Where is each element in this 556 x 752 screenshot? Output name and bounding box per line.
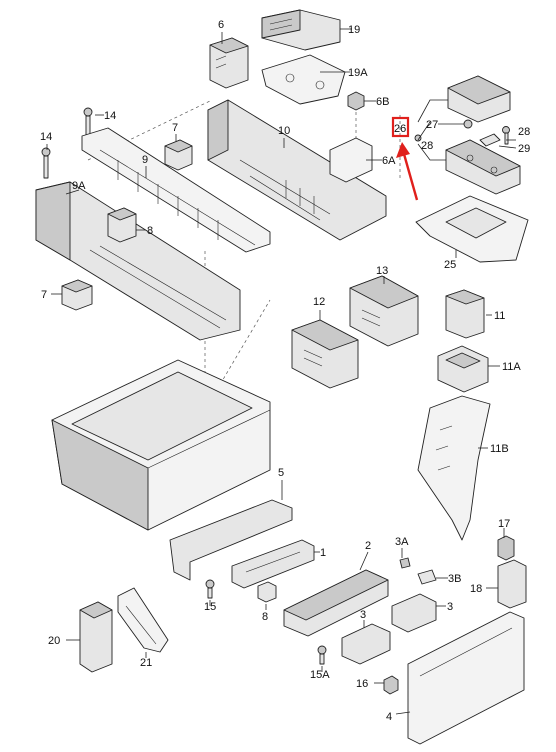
callout-28-right: 28 <box>518 126 530 138</box>
cover-cap-28 <box>447 75 511 123</box>
cap-16 <box>383 675 399 695</box>
bracket-5 <box>169 499 293 581</box>
fuse-carrier-9A <box>35 181 241 341</box>
nut-6B <box>347 91 365 111</box>
nut-26 <box>414 134 422 142</box>
callout-10: 10 <box>278 125 290 137</box>
callout-27: 27 <box>426 119 438 131</box>
lid-4 <box>407 611 525 745</box>
callout-6A: 6A <box>382 155 396 167</box>
callout-26: 26 <box>394 123 406 135</box>
highlight-callout-26: 26 <box>391 116 419 201</box>
mounting-plate-25 <box>415 195 529 263</box>
callout-19: 19 <box>348 24 360 36</box>
callout-9A: 9A <box>72 180 86 192</box>
callout-7-left: 7 <box>41 289 47 301</box>
callout-11B: 11B <box>490 443 509 455</box>
callout-15A: 15A <box>310 669 330 681</box>
highlight-arrow <box>402 153 419 201</box>
highlight-arrow-head <box>396 142 410 158</box>
callout-3-right: 3 <box>447 601 453 613</box>
callout-3B: 3B <box>448 573 461 585</box>
callout-8-bottom: 8 <box>262 611 268 623</box>
relay-7-top <box>164 139 193 171</box>
screw-15 <box>205 579 215 599</box>
callout-3-left: 3 <box>360 609 366 621</box>
callout-6B: 6B <box>376 96 389 108</box>
fuse-3A <box>399 557 411 569</box>
relay-7-left <box>61 279 93 311</box>
fuse-block-3-left <box>341 623 391 665</box>
callout-16: 16 <box>356 678 368 690</box>
fuse-block-3-right <box>391 593 437 633</box>
callout-4: 4 <box>386 711 392 723</box>
callout-21: 21 <box>140 657 152 669</box>
callout-12: 12 <box>313 296 325 308</box>
screw-14-top <box>83 107 93 139</box>
callout-14-top: 14 <box>104 110 116 122</box>
bracket-21 <box>117 587 169 653</box>
callout-5: 5 <box>278 467 284 479</box>
callout-11: 11 <box>494 310 505 322</box>
fuse-holder-28 <box>445 139 521 195</box>
relay-8-top <box>107 207 137 243</box>
control-unit-13 <box>349 275 419 347</box>
relay-plate-1 <box>231 539 315 589</box>
callout-28-left: 28 <box>421 140 433 152</box>
relay-8-bottom <box>257 581 277 603</box>
control-unit-19 <box>261 9 341 51</box>
callout-11A: 11A <box>502 361 521 373</box>
bracket-11B <box>417 395 491 541</box>
holder-20 <box>79 601 113 673</box>
control-unit-12 <box>291 319 359 389</box>
callout-19A: 19A <box>348 67 368 79</box>
module-11 <box>445 289 485 339</box>
nut-27 <box>463 119 473 129</box>
callout-9: 9 <box>142 154 148 166</box>
callout-29: 29 <box>518 143 530 155</box>
callout-2: 2 <box>365 540 371 552</box>
callout-20: 20 <box>48 635 60 647</box>
fuse-29 <box>479 133 501 147</box>
fuse-carrier-2 <box>283 569 389 637</box>
callout-7-top: 7 <box>172 122 178 134</box>
relay-carrier-9 <box>81 127 271 253</box>
fuse-17 <box>497 535 515 561</box>
callout-15: 15 <box>204 601 216 613</box>
callout-13: 13 <box>376 265 388 277</box>
main-bracket-10 <box>207 99 387 241</box>
leader-lines <box>46 28 517 715</box>
callout-6: 6 <box>218 19 224 31</box>
clip-6A <box>329 137 373 183</box>
screw-15A <box>317 645 327 665</box>
holder-11A <box>437 345 489 393</box>
highlight-box <box>391 116 410 138</box>
callout-25: 25 <box>444 259 456 271</box>
storage-box <box>51 359 271 531</box>
callout-17: 17 <box>498 518 510 530</box>
callout-18: 18 <box>470 583 482 595</box>
bracket-19A <box>261 54 346 105</box>
clip-3B <box>417 569 437 585</box>
fuse-holder-18 <box>497 559 527 609</box>
callout-8-top: 8 <box>147 225 153 237</box>
callout-14-left: 14 <box>40 131 52 143</box>
callout-labels: 6 19 19A 6B 14 14 7 9 10 6A 9A 8 7 27 28… <box>40 19 530 723</box>
screw-28-right <box>502 126 510 145</box>
callout-1: 1 <box>320 547 326 559</box>
callout-3A: 3A <box>395 536 409 548</box>
relay-holder-6 <box>209 37 249 89</box>
screw-14-left <box>41 147 51 179</box>
